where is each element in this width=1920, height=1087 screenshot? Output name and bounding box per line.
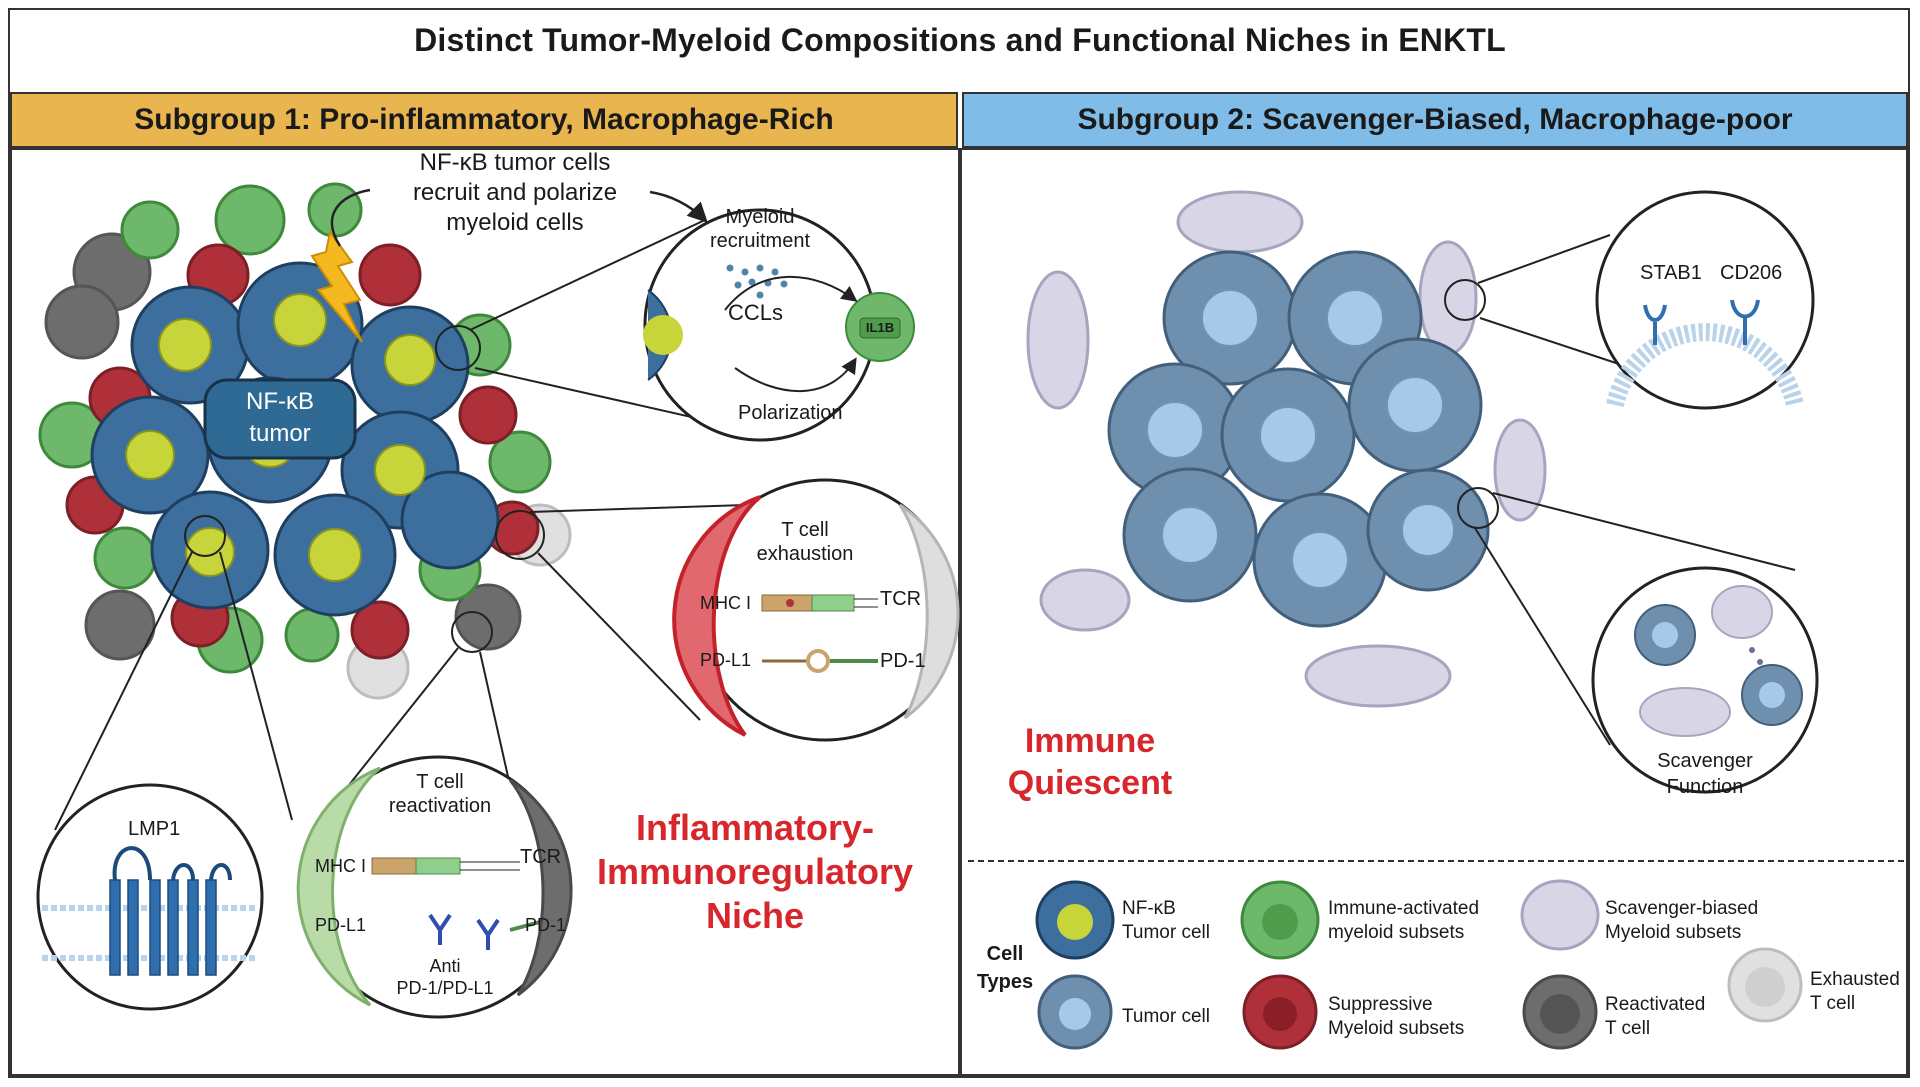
exhaustion-pd1-label: PD-1 <box>880 650 926 672</box>
callout-arrow-right <box>649 190 708 223</box>
legend-item-2-line2: Myeloid subsets <box>1605 922 1742 943</box>
polarization-label: Polarization <box>738 402 843 424</box>
reactivation-title: T cell reactivation <box>375 770 505 818</box>
subgroup1-cell-cluster <box>38 182 572 700</box>
niche1-line1: Inflammatory- <box>635 807 875 848</box>
ccls-label: CCLs <box>728 300 784 325</box>
legend-item-4-line2: Myeloid subsets <box>1328 1018 1465 1039</box>
niche2-line1: Immune <box>1024 722 1156 760</box>
legend-heading: Cell Types <box>975 940 1035 996</box>
zoom-receptors <box>1595 190 1815 410</box>
legend-item-0-line2: Tumor cell <box>1122 922 1210 943</box>
scavenger-line2: Function <box>1666 776 1744 798</box>
callout-arrow-left <box>330 188 371 247</box>
legend-item-suppressive: Suppressive Myeloid subsets <box>1328 993 1464 1041</box>
subgroup2-panel <box>960 148 1908 1076</box>
scavenger-function-label: Scavenger Function <box>1640 748 1770 800</box>
recruitment-line1: Myeloid <box>725 206 795 228</box>
legend-item-3-line1: Tumor cell <box>1122 1006 1210 1027</box>
scavenger-myeloid-group <box>1026 190 1547 708</box>
legend-item-scavenger: Scavenger-biased Myeloid subsets <box>1605 897 1758 945</box>
subgroup1-niche-label: Inflammatory- Immunoregulatory Niche <box>595 806 915 938</box>
legend-item-nfkb-tumor: NF-κB Tumor cell <box>1122 897 1210 945</box>
zoom-reactivation <box>296 755 573 1019</box>
legend-item-2-line1: Scavenger-biased <box>1605 898 1759 919</box>
legend-item-0-line1: NF-κB <box>1122 898 1176 919</box>
nfkb-core-label: NF-κB tumor <box>205 386 355 450</box>
callout-line1: NF-κB tumor cells <box>419 149 611 176</box>
zoom-exhaustion <box>672 478 960 742</box>
legend-item-exhausted: Exhausted T cell <box>1810 968 1900 1016</box>
exhaustion-title: T cell exhaustion <box>745 518 865 566</box>
stab1-label: STAB1 <box>1640 262 1702 284</box>
legend-item-6-line1: Exhausted <box>1810 969 1900 990</box>
core-line1: NF-κB <box>246 388 314 415</box>
subgroup1-header: Subgroup 1: Pro-inflammatory, Macrophage… <box>10 92 958 148</box>
reactivated-tcell-group <box>44 232 522 661</box>
niche1-line2: Immunoregulatory <box>596 851 914 892</box>
reactivation-line2: reactivation <box>388 795 492 817</box>
legend-item-reactivated: Reactivated T cell <box>1605 993 1705 1041</box>
anti-line1: Anti <box>429 956 461 976</box>
exhaustion-pdl1-label: PD-L1 <box>700 650 752 670</box>
reactivation-line1: T cell <box>416 771 464 793</box>
legend-heading-line1: Cell <box>986 943 1024 965</box>
exhaustion-tcr-label: TCR <box>880 588 922 610</box>
legend-item-6-line2: T cell <box>1810 993 1856 1014</box>
legend-item-4-line1: Suppressive <box>1328 994 1433 1015</box>
nfkb-core-box <box>203 378 357 460</box>
zoom-scavenger <box>1591 566 1819 794</box>
zoom-connectors-1 <box>54 219 746 831</box>
recruitment-title: Myeloid recruitment <box>690 205 830 253</box>
reactivation-pd1-label: PD-1 <box>525 915 567 935</box>
legend-item-1-line1: Immune-activated <box>1328 898 1480 919</box>
lmp1-label: LMP1 <box>128 818 181 840</box>
legend-item-5-line1: Reactivated <box>1605 994 1706 1015</box>
niche2-line2: Quiescent <box>1007 764 1173 802</box>
il1b-label: IL1B <box>865 320 895 335</box>
legend-divider <box>968 860 1904 862</box>
exhaustion-line1: T cell <box>781 519 829 541</box>
plain-tumor-nucleus-group <box>1146 289 1455 589</box>
legend-item-5-line2: T cell <box>1605 1018 1651 1039</box>
exhaustion-line2: exhaustion <box>756 543 854 565</box>
core-line2: tumor <box>249 420 311 447</box>
zoom-connectors-2 <box>1444 234 1796 746</box>
subgroup2-header: Subgroup 2: Scavenger-Biased, Macrophage… <box>962 92 1908 148</box>
zoom-lmp1 <box>36 783 264 1011</box>
scavenger-line1: Scavenger <box>1657 750 1753 772</box>
lightning-icon <box>310 229 363 343</box>
legend-icons <box>1035 879 1803 1050</box>
reactivation-pdl1-label: PD-L1 <box>315 915 367 935</box>
reactivation-tcr-label: TCR <box>520 846 562 868</box>
figure-title: Distinct Tumor-Myeloid Compositions and … <box>414 22 1506 58</box>
niche1-line3: Niche <box>705 895 805 936</box>
callout-line2: recruit and polarize <box>412 179 618 206</box>
legend-item-1-line2: myeloid subsets <box>1328 922 1465 943</box>
anti-pd1-label: Anti PD-1/PD-L1 <box>385 955 505 999</box>
anti-line2: PD-1/PD-L1 <box>396 978 494 998</box>
reactivation-mhc-label: MHC I <box>315 856 366 876</box>
legend-item-tumor: Tumor cell <box>1122 1005 1210 1029</box>
subgroup2-niche-label: Immune Quiescent <box>990 720 1190 804</box>
callout-text: NF-κB tumor cells recruit and polarize m… <box>370 148 660 238</box>
cd206-label: CD206 <box>1720 262 1783 284</box>
legend-item-immune-activated: Immune-activated myeloid subsets <box>1328 897 1479 945</box>
callout-line3: myeloid cells <box>446 209 584 236</box>
exhaustion-mhc-label: MHC I <box>700 593 751 613</box>
legend-heading-line2: Types <box>976 971 1034 993</box>
recruitment-line2: recruitment <box>709 230 811 252</box>
zoom-recruitment <box>643 208 915 442</box>
